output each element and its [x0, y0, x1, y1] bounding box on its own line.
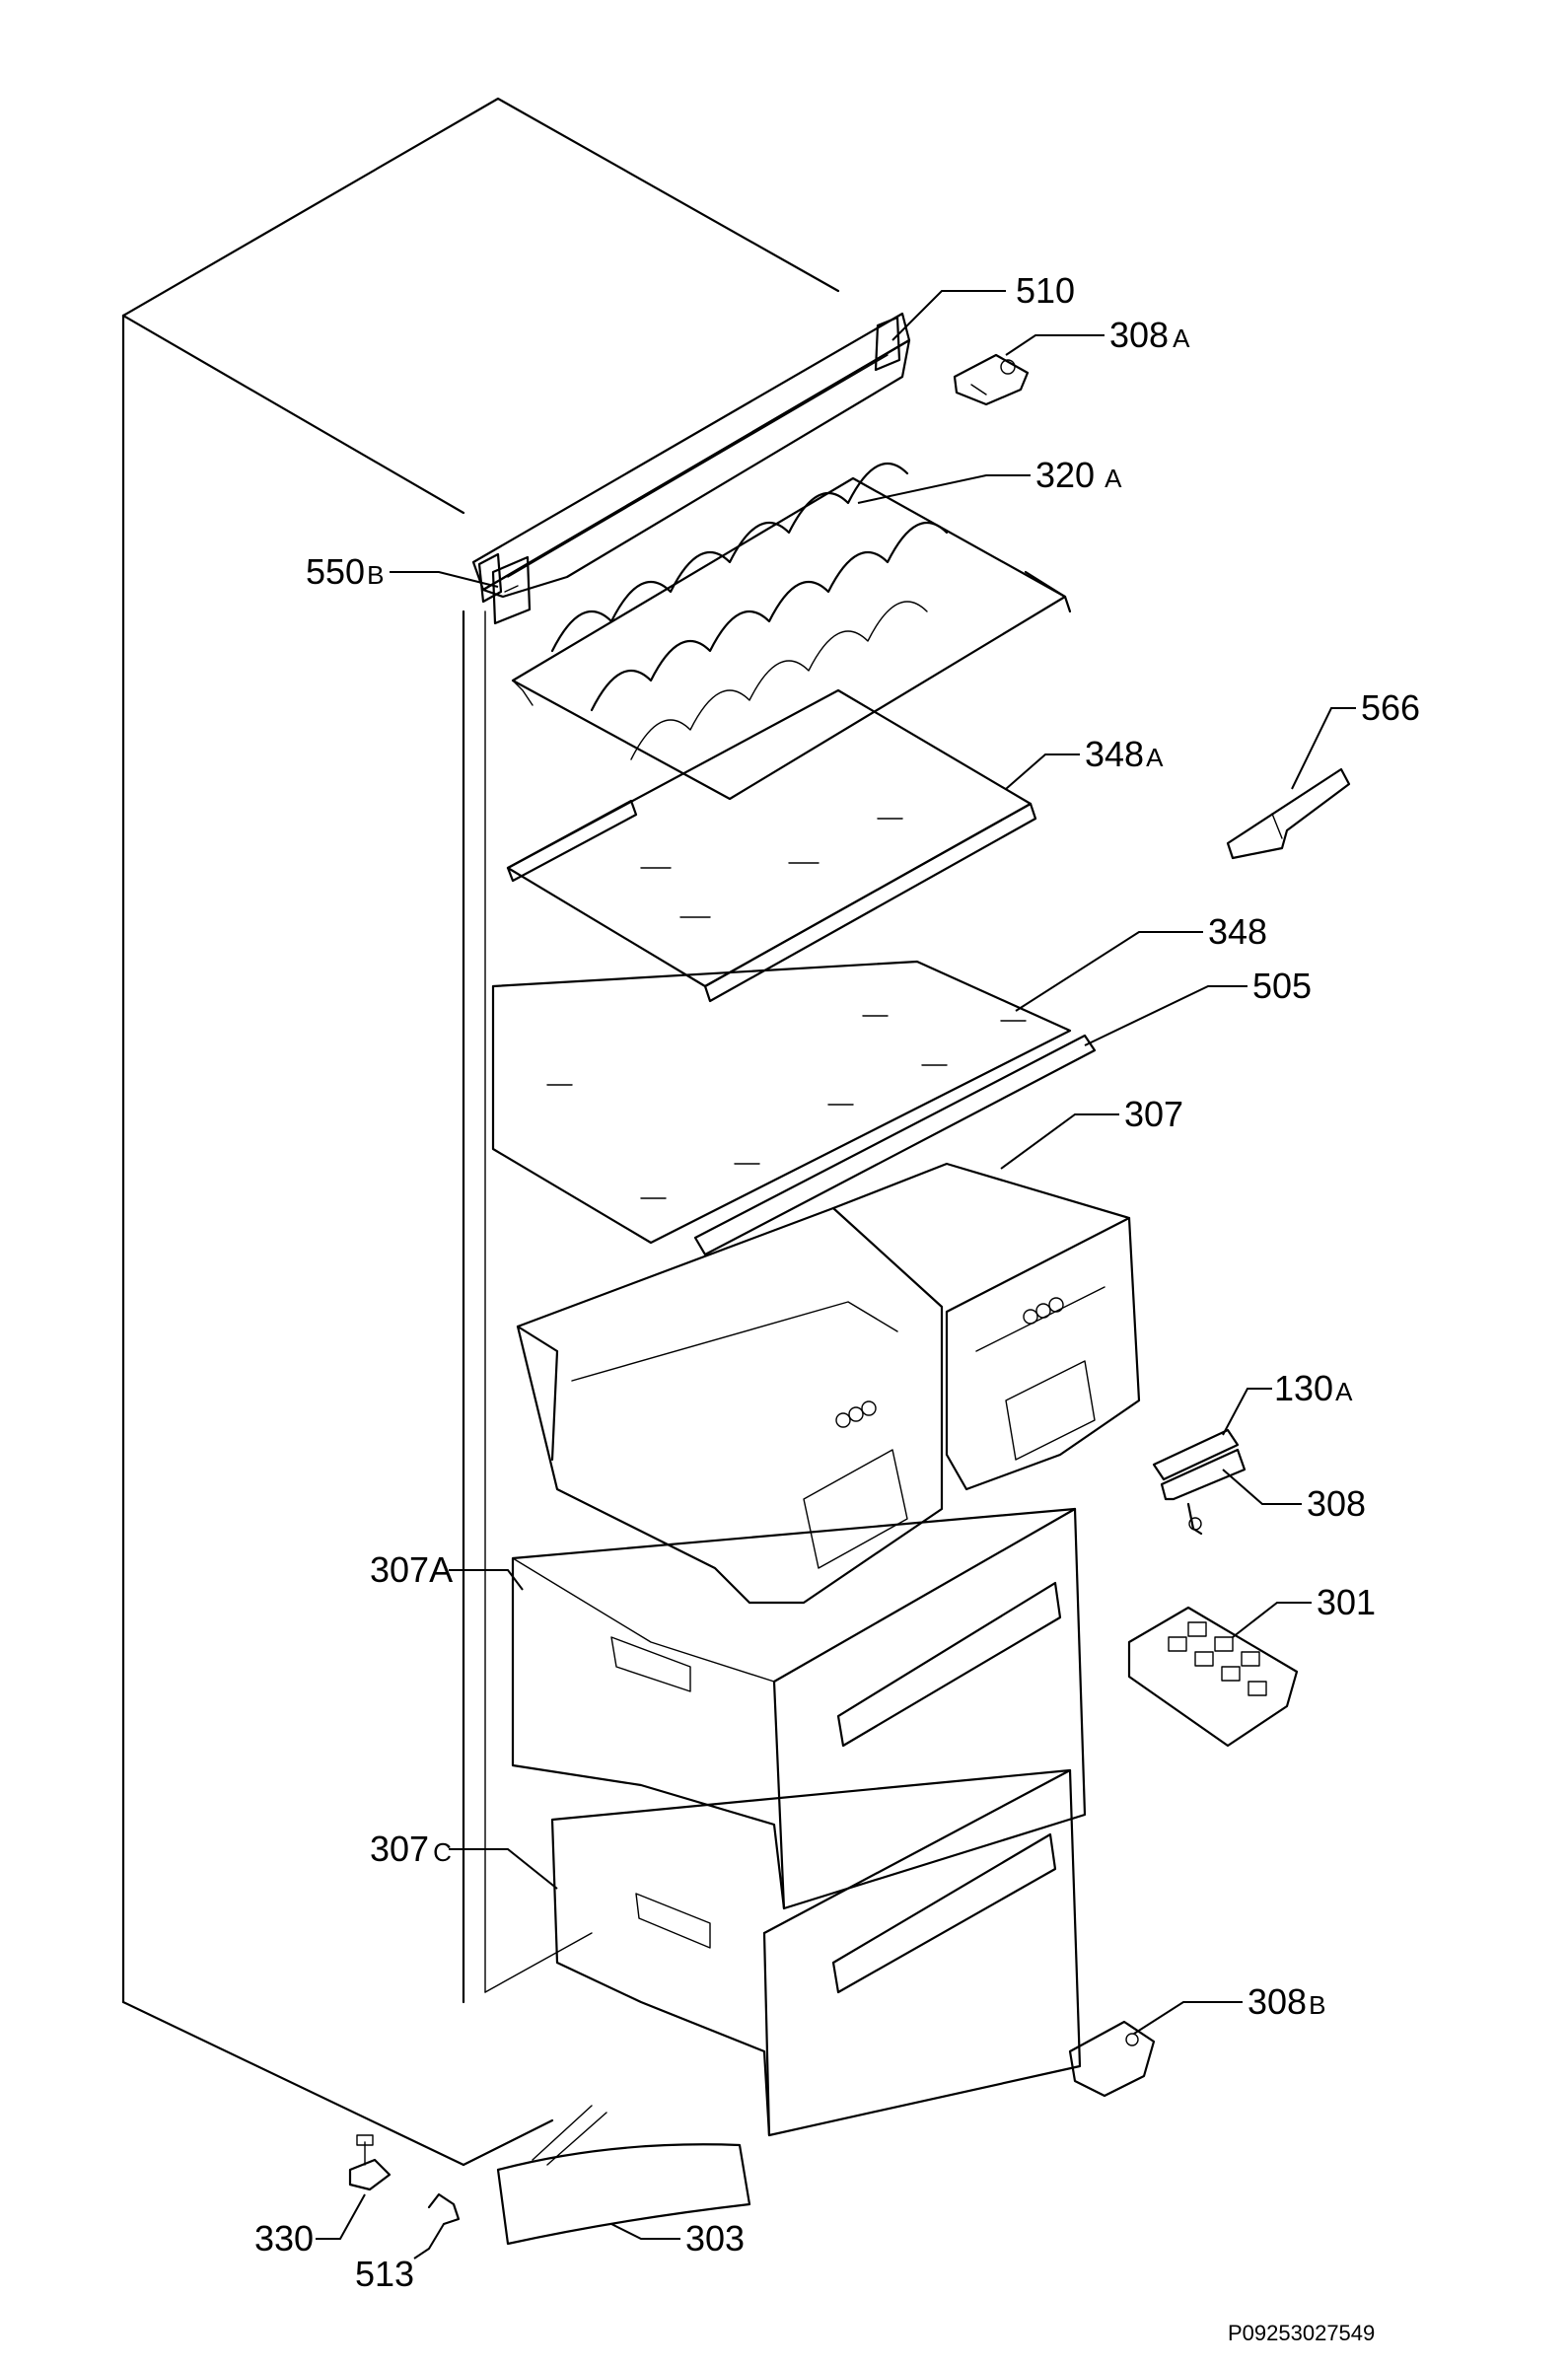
part-505-front-trim	[693, 1034, 1097, 1256]
part-303-plinth	[496, 2105, 751, 2246]
part-550b-bracket	[491, 555, 532, 625]
part-307-crisper-drawer	[516, 1162, 1141, 1605]
callout-307a: 307A	[370, 1549, 453, 1590]
callout-348: 348	[1208, 911, 1267, 952]
callout-566: 566	[1361, 687, 1420, 728]
part-320a-bottle-rack	[511, 463, 1072, 801]
part-308b-hinge	[1068, 2020, 1156, 2098]
part-566-clip	[1226, 767, 1351, 860]
reference-code: P09253027549	[1228, 2321, 1375, 2345]
part-510-top-trim	[471, 312, 911, 604]
part-348a-glass-shelf	[506, 688, 1037, 1003]
callout-348a: 348A	[1085, 734, 1164, 774]
callout-550b: 550B	[306, 551, 384, 592]
part-348-glass-shelf	[491, 960, 1072, 1245]
callout-303: 303	[685, 2218, 745, 2259]
leader-lines	[316, 290, 1356, 2259]
callout-308: 308	[1307, 1483, 1366, 1524]
part-307a-freezer-drawer	[511, 1507, 1087, 1910]
callout-510: 510	[1016, 270, 1075, 311]
part-308a-hinge	[953, 353, 1030, 406]
callout-513: 513	[355, 2254, 414, 2294]
part-330-adjustable-foot	[348, 2134, 392, 2191]
callout-307: 307	[1124, 1094, 1183, 1134]
part-513-clip	[427, 2192, 461, 2226]
part-130a-308-hinge	[1152, 1428, 1247, 1536]
cabinet-outline	[121, 97, 840, 2167]
callout-301: 301	[1317, 1582, 1376, 1622]
part-301-ice-tray	[1127, 1606, 1299, 1748]
callout-308b: 308B	[1247, 1981, 1325, 2022]
callout-330: 330	[254, 2218, 314, 2259]
part-307c-freezer-drawer	[550, 1768, 1082, 2137]
callout-505: 505	[1252, 966, 1312, 1006]
callout-130a: 130A	[1274, 1368, 1353, 1408]
